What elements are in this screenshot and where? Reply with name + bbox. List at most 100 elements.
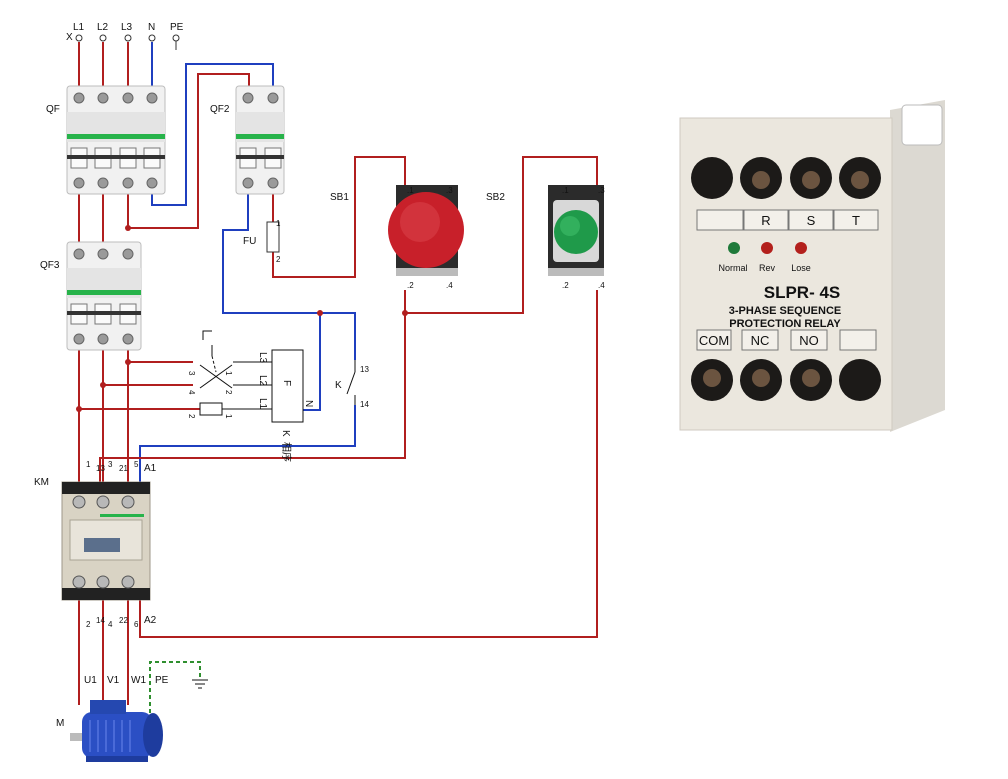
wires xyxy=(78,42,598,713)
relay-product-photo: R S T Normal Rev Lose SLPR- 4S 3-PHASE S… xyxy=(679,100,945,432)
km-pin-a1: A1 xyxy=(144,463,157,474)
km-pin-14: 14 xyxy=(96,616,105,625)
relay-bottom-com: COM xyxy=(699,333,729,348)
label-l2: L2 xyxy=(97,22,109,33)
relay-terminal-l2: L2 xyxy=(257,375,268,387)
terminal-pe xyxy=(172,34,180,42)
sb2-pin-3: .3 xyxy=(598,186,605,195)
relay-model: SLPR- 4S xyxy=(764,283,841,302)
wire-fuse-sb1 xyxy=(272,156,406,278)
relay-subtitle-2: PROTECTION RELAY xyxy=(729,318,841,330)
contactor-km[interactable]: KM 1 13 3 21 5 A1 2 14 4 22 6 A2 xyxy=(34,460,157,629)
switch-pin-2: 2 xyxy=(224,390,233,395)
phase-switch-symbol xyxy=(199,330,233,416)
led-normal xyxy=(728,242,740,254)
wire-l3-to-qf2 xyxy=(127,73,250,229)
label-l1: L1 xyxy=(73,22,85,33)
relay-terminal-l3: L3 xyxy=(257,352,268,364)
contact-k-label: K xyxy=(335,380,342,391)
sb2-label: SB2 xyxy=(486,192,505,203)
relay-bottom-nc: NC xyxy=(751,333,770,348)
relay-top-r: R xyxy=(761,213,770,228)
sb1-pin-2: .2 xyxy=(407,281,414,290)
label-n: N xyxy=(148,22,155,33)
relay-contact-k: K 13 14 xyxy=(335,360,369,409)
km-pin-3: 3 xyxy=(108,460,113,469)
breaker-qf3[interactable]: QF3 xyxy=(40,241,142,351)
wire-sb1-sb2 xyxy=(404,156,598,314)
wire-qf2-neutral xyxy=(222,192,320,314)
phase-relay-symbol: L3 L2 L1 F N K 相序 xyxy=(257,349,314,462)
fuse-pin-1: 1 xyxy=(276,219,281,228)
motor-m[interactable]: M U1 V1 W1 PE xyxy=(56,675,169,762)
motor-label: M xyxy=(56,718,64,729)
wire-hold xyxy=(99,313,406,488)
km-pin-1: 1 xyxy=(86,460,91,469)
sb1-pin-4: .4 xyxy=(446,281,453,290)
relay-n-label: N xyxy=(303,400,314,407)
relay-f-label: F xyxy=(281,380,292,386)
terminal-l3 xyxy=(124,34,132,42)
led-rev-label: Rev xyxy=(759,263,776,273)
breaker-qf2[interactable]: QF2 xyxy=(210,85,285,195)
stop-button-sb1[interactable]: SB1 .1 .3 .2 .4 xyxy=(330,185,464,290)
motor-pe: PE xyxy=(155,675,169,686)
start-button-sb2[interactable]: SB2 .1 .3 .2 .4 xyxy=(486,185,605,290)
sb2-pin-1: .1 xyxy=(562,186,569,195)
label-l3: L3 xyxy=(121,22,133,33)
breaker-qf3-label: QF3 xyxy=(40,260,60,271)
supply-terminals: L1 L2 L3 N PE X xyxy=(66,22,184,50)
relay-bottom-no: NO xyxy=(799,333,819,348)
wire-k-a1 xyxy=(139,405,356,488)
fuse-pin-2: 2 xyxy=(276,255,281,264)
switch-pin-1: 1 xyxy=(224,371,233,376)
sb1-pin-1: .1 xyxy=(407,186,414,195)
km-pin-21: 21 xyxy=(119,464,128,473)
ground-icon xyxy=(192,679,208,689)
km-pin-22: 22 xyxy=(119,616,128,625)
junction-dots xyxy=(76,225,408,412)
relay-subtitle-1: 3-PHASE SEQUENCE xyxy=(729,305,841,317)
contact-pin-13: 13 xyxy=(360,365,369,374)
relay-top-t: T xyxy=(852,213,860,228)
sb2-pin-2: .2 xyxy=(562,281,569,290)
breaker-qf[interactable]: QF xyxy=(46,85,166,195)
motor-w1: W1 xyxy=(131,675,146,686)
label-pe: PE xyxy=(170,22,184,33)
switch-pin-4: 4 xyxy=(187,390,196,395)
led-lose-label: Lose xyxy=(791,263,811,273)
motor-u1: U1 xyxy=(84,675,97,686)
contactor-label: KM xyxy=(34,477,49,488)
km-pin-13: 13 xyxy=(96,464,105,473)
switch-pin-3: 3 xyxy=(187,371,196,376)
led-rev xyxy=(761,242,773,254)
wire-n-to-qf2 xyxy=(151,63,274,206)
km-pin-2: 2 xyxy=(86,620,91,629)
terminal-l1 xyxy=(75,34,83,42)
wire-sb2-a2 xyxy=(139,290,598,638)
wire-neutral-relay xyxy=(303,313,321,411)
km-pin-a2: A2 xyxy=(144,615,157,626)
breaker-qf-label: QF xyxy=(46,104,60,115)
label-x: X xyxy=(66,32,73,43)
contact-pin-14: 14 xyxy=(360,400,369,409)
wire-pe xyxy=(149,661,201,713)
led-lose xyxy=(795,242,807,254)
relay-top-s: S xyxy=(807,213,816,228)
terminal-l2 xyxy=(99,34,107,42)
relay-leds: Normal Rev Lose xyxy=(718,242,811,273)
km-pin-5: 5 xyxy=(134,460,139,469)
fuse-small-pin-1: 1 xyxy=(224,414,233,419)
motor-v1: V1 xyxy=(107,675,120,686)
relay-terminal-row-bottom: COM NC NO xyxy=(696,329,877,351)
sb1-pin-3: .3 xyxy=(446,186,453,195)
fuse-label: FU xyxy=(243,236,256,247)
terminal-n xyxy=(148,34,156,42)
wire-neutral-k xyxy=(320,312,356,360)
relay-side-label: K xyxy=(280,430,291,437)
fuse-small-pin-2: 2 xyxy=(187,414,196,419)
relay-terminal-row-top: R S T xyxy=(696,209,879,231)
km-pin-6: 6 xyxy=(134,620,139,629)
phase-switch-pins: 3 1 4 2 2 1 xyxy=(187,371,233,419)
